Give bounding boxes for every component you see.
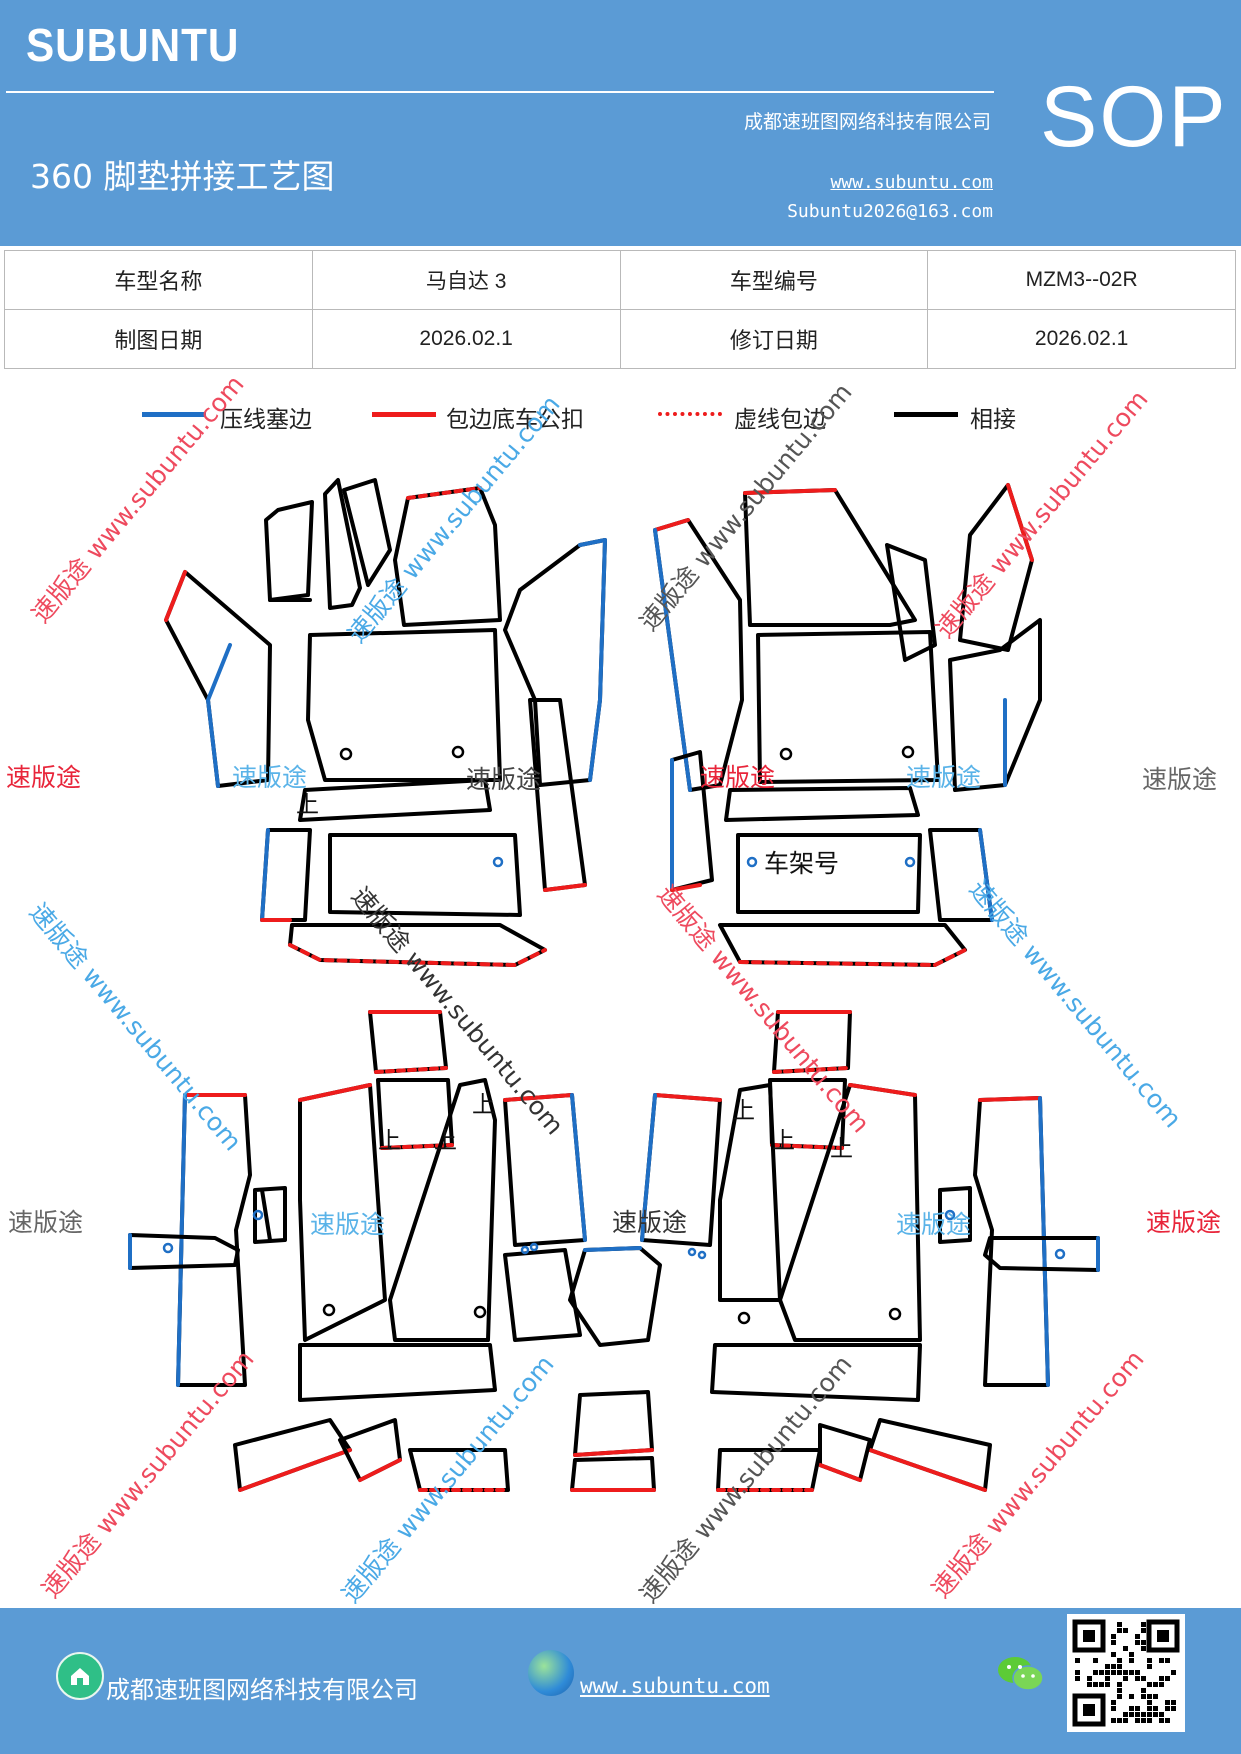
footer-banner: 成都速班图网络科技有限公司 www.subuntu.com <box>0 1608 1241 1754</box>
mark-up-label: 上 <box>732 1098 755 1124</box>
mark-up-label: 上 <box>434 1128 457 1154</box>
brand-logo: SUBUNTU <box>26 19 240 71</box>
rear-right-mat-group <box>640 1010 1100 1492</box>
legend-label: 包边底车公扣 <box>446 407 584 433</box>
value-model-name: 马自达 3 <box>311 250 621 310</box>
wechat-icon[interactable] <box>996 1654 1046 1694</box>
footer-company: 成都速班图网络科技有限公司 <box>106 1676 418 1704</box>
document-title: 360 脚垫拼接工艺图 <box>30 157 335 196</box>
website-link[interactable]: www.subuntu.com <box>830 172 993 193</box>
mark-up-label: 上 <box>472 1092 495 1118</box>
watermark-brand: 速版途 <box>310 1210 386 1239</box>
home-icon <box>56 1652 104 1700</box>
label-model-code: 车型编号 <box>619 250 929 310</box>
watermark-brand: 速版途 <box>896 1210 972 1239</box>
table-row: 制图日期 2026.02.1 修订日期 2026.02.1 <box>4 309 1236 369</box>
legend-swatch-red <box>372 412 436 417</box>
watermark-brand: 速版途 <box>8 1208 84 1237</box>
mark-up-label: 上 <box>378 1128 401 1154</box>
footer-website-link[interactable]: www.subuntu.com <box>580 1674 770 1698</box>
legend-label: 压线塞边 <box>220 407 312 433</box>
legend-swatch-blue <box>142 412 206 417</box>
label-model-name: 车型名称 <box>4 250 313 310</box>
header-banner: SUBUNTU 成都速班图网络科技有限公司 SOP 360 脚垫拼接工艺图 ww… <box>0 0 1241 246</box>
front-right-mat-group <box>653 483 1042 967</box>
front-left-mat-group <box>164 478 607 967</box>
watermark-brand: 速版途 <box>612 1208 688 1237</box>
value-draw-date: 2026.02.1 <box>311 309 621 369</box>
legend-label: 虚线包边 <box>734 407 826 433</box>
globe-icon <box>528 1650 574 1696</box>
watermark-brand: 速版途 <box>466 765 542 794</box>
watermark-brand: 速版途 <box>6 763 82 792</box>
legend-swatch-black <box>894 412 958 417</box>
label-revise-date: 修订日期 <box>619 309 929 369</box>
label-draw-date: 制图日期 <box>4 309 313 369</box>
watermark-brand: 速版途 <box>906 763 982 792</box>
center-tunnel-group <box>568 1246 662 1492</box>
mark-up-label: 上 <box>772 1128 795 1154</box>
sop-badge: SOP <box>1040 69 1228 165</box>
email-address: Subuntu2026@163.com <box>787 201 993 222</box>
mark-up-label: 上 <box>296 792 319 818</box>
watermark-brand: 速版途 <box>1146 1208 1222 1237</box>
rear-left-mat-group <box>128 1010 587 1492</box>
mark-up-label: 上 <box>830 1136 853 1162</box>
legend-label: 相接 <box>970 407 1016 433</box>
qr-code[interactable] <box>1067 1614 1185 1732</box>
watermark-brand: 速版途 <box>232 763 308 792</box>
frame-number-label: 车架号 <box>764 849 839 878</box>
watermark-brand: 速版途 <box>700 763 776 792</box>
value-revise-date: 2026.02.1 <box>927 309 1236 369</box>
company-name: 成都速班图网络科技有限公司 <box>743 111 991 133</box>
header-divider <box>6 91 994 93</box>
legend-swatch-red-dashed <box>658 412 722 416</box>
vehicle-info-table: 车型名称 马自达 3 车型编号 MZM3--02R 制图日期 2026.02.1… <box>4 250 1236 369</box>
watermark-brand: 速版途 <box>1142 765 1218 794</box>
